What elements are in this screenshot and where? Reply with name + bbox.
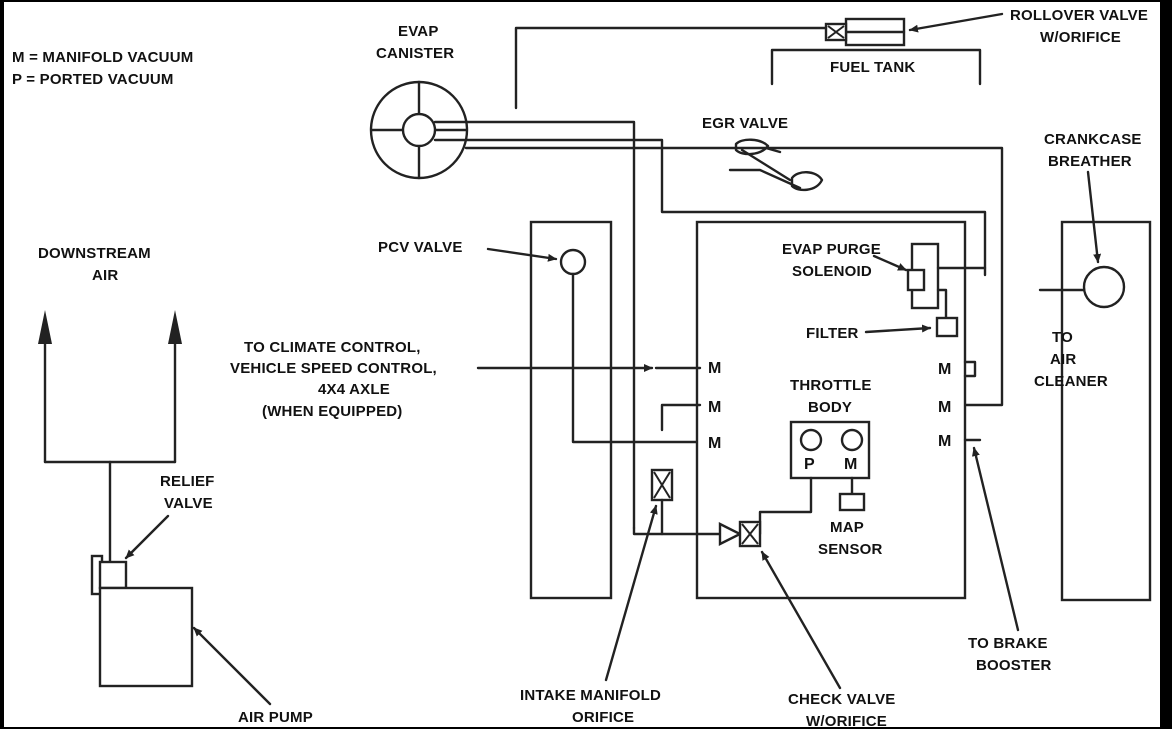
evap-purge-arrow xyxy=(872,254,908,272)
intake-orifice-label-1: INTAKE MANIFOLD xyxy=(520,687,661,704)
evap-purge-label-2: SOLENOID xyxy=(792,263,872,280)
rollover-arrow xyxy=(908,12,1004,33)
rollover-valve-label-2: W/ORIFICE xyxy=(1040,29,1121,46)
pcv-valve xyxy=(559,248,587,276)
crankcase-arrow xyxy=(1086,170,1102,264)
fuel-tank xyxy=(770,17,982,86)
climate-label-4: (WHEN EQUIPPED) xyxy=(262,403,403,420)
climate-label-1: TO CLIMATE CONTROL, xyxy=(244,339,421,356)
port-left-2-line xyxy=(660,403,702,432)
filter xyxy=(935,316,959,338)
crankcase-breather xyxy=(1082,265,1126,309)
pcv-panel xyxy=(529,220,613,600)
fuel-tank-label: FUEL TANK xyxy=(830,59,915,76)
throttle-m: M xyxy=(844,456,857,473)
climate-label-3: 4X4 AXLE xyxy=(318,381,390,398)
brake-booster-label-1: TO BRAKE xyxy=(968,635,1048,652)
relief-valve-label-2: VALVE xyxy=(164,495,213,512)
downstream-air-label-1: DOWNSTREAM xyxy=(38,245,151,262)
throttle-p: P xyxy=(804,456,815,473)
egr-valve xyxy=(728,138,824,192)
port-right-3: M xyxy=(938,433,951,450)
throttle-body-label-1: THROTTLE xyxy=(790,377,872,394)
air-pump-arrow xyxy=(192,626,272,706)
relief-valve-label-1: RELIEF xyxy=(160,473,215,490)
downstream-air-label-2: AIR xyxy=(92,267,118,284)
evap-canister-label-1: EVAP xyxy=(398,23,439,40)
check-valve-label-1: CHECK VALVE xyxy=(788,691,896,708)
canister-to-tank-line xyxy=(514,26,828,110)
check-valve-label-2: W/ORIFICE xyxy=(806,713,887,729)
climate-label-2: VEHICLE SPEED CONTROL, xyxy=(230,360,437,377)
air-pump-label: AIR PUMP xyxy=(238,709,313,726)
check-valve-arrow xyxy=(760,550,842,690)
rollover-valve-label-1: ROLLOVER VALVE xyxy=(1010,7,1148,24)
map-sensor-label-2: SENSOR xyxy=(818,541,883,558)
throttle-body xyxy=(789,420,871,480)
filter-arrow xyxy=(864,324,932,334)
evap-canister-label-2: CANISTER xyxy=(376,45,454,62)
canister-line-2 xyxy=(433,138,987,277)
port-left-1: M xyxy=(708,360,721,377)
map-sensor-label-1: MAP xyxy=(830,519,864,536)
port-right-1-cap xyxy=(963,360,977,378)
egr-valve-label: EGR VALVE xyxy=(702,115,788,132)
downstream-air-lines xyxy=(38,310,182,566)
map-sensor xyxy=(838,492,866,512)
pcv-line xyxy=(571,272,702,444)
crankcase-label-1: CRANKCASE xyxy=(1044,131,1142,148)
to-air-cleaner-2: AIR xyxy=(1050,351,1076,368)
brake-booster-arrow xyxy=(971,446,1020,632)
rollover-valve xyxy=(824,22,848,42)
brake-booster-label-2: BOOSTER xyxy=(976,657,1052,674)
evap-purge-label-1: EVAP PURGE xyxy=(782,241,881,258)
canister-line-3 xyxy=(464,146,1004,407)
filter-label: FILTER xyxy=(806,325,859,342)
legend-manifold: M = MANIFOLD VACUUM xyxy=(12,49,193,66)
canister-line-1 xyxy=(433,120,636,530)
relief-valve-arrow xyxy=(124,514,170,560)
evap-canister xyxy=(369,80,469,180)
orifice-line xyxy=(632,526,722,536)
intake-orifice-label-2: ORIFICE xyxy=(572,709,634,726)
port-left-2: M xyxy=(708,399,721,416)
check-valve xyxy=(718,520,762,548)
orifice-arrow xyxy=(604,504,658,682)
air-pump xyxy=(98,586,194,688)
evap-purge-solenoid xyxy=(906,242,987,320)
port-right-2: M xyxy=(938,399,951,416)
intake-manifold-orifice xyxy=(650,468,674,502)
throttle-body-label-2: BODY xyxy=(808,399,852,416)
pcv-arrow xyxy=(486,247,558,262)
pcv-valve-label: PCV VALVE xyxy=(378,239,463,256)
port-left-3: M xyxy=(708,435,721,452)
to-air-cleaner-3: CLEANER xyxy=(1034,373,1108,390)
to-air-cleaner-1: TO xyxy=(1052,329,1073,346)
legend-ported: P = PORTED VACUUM xyxy=(12,71,174,88)
crankcase-label-2: BREATHER xyxy=(1048,153,1132,170)
port-right-1: M xyxy=(938,361,951,378)
